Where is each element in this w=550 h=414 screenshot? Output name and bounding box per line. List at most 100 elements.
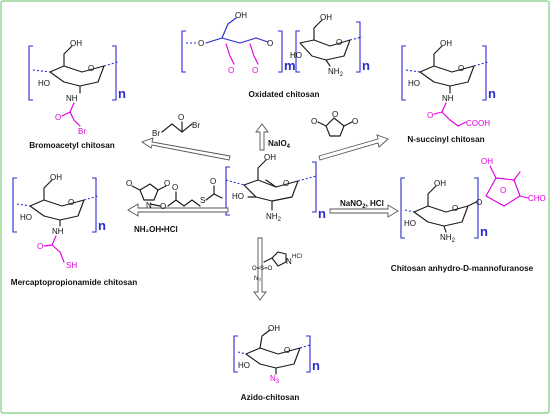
- ho-label: HO: [404, 219, 416, 228]
- carbonyl-o: O: [55, 113, 61, 122]
- reagent-periodate: NaIO4: [268, 139, 291, 150]
- ring-o-label: O: [283, 179, 289, 188]
- cooh-label: COOH: [466, 119, 490, 128]
- imide-o: O: [164, 179, 170, 188]
- ho-label: HO: [290, 51, 302, 60]
- ring-o: O: [458, 64, 464, 73]
- carbonyl-o: O: [37, 242, 43, 251]
- repeat-n: n: [118, 86, 126, 101]
- hydroxylamine-label: NH₂OH•HCl: [134, 225, 178, 234]
- oh-label: OH: [235, 11, 247, 20]
- ring-o: O: [452, 204, 458, 213]
- oh-label: OH: [268, 324, 280, 333]
- caption-bromoacetyl: Bromoacetyl chitosan: [29, 141, 115, 150]
- chitosan-center: OH HO NH2 O n: [225, 153, 326, 223]
- imide-o: O: [126, 179, 132, 188]
- reagent-nitrous: NaNO2, HCl: [340, 199, 384, 210]
- ring-o: O: [336, 38, 342, 47]
- azido-chitosan: OH HO O N3 n Azido-chitosan: [233, 324, 320, 402]
- aldehyde-o: O: [228, 66, 234, 75]
- oh-label: OH: [264, 153, 276, 162]
- ester-carbonyl-o: O: [172, 183, 178, 192]
- ho-label: HO: [408, 79, 420, 88]
- arrow-up: [255, 123, 269, 151]
- repeat-n: n: [98, 218, 106, 233]
- reagent-bromoacetyl-bromide: Br O Br: [152, 113, 200, 138]
- o-left: O: [198, 39, 204, 48]
- oh-label: OH: [440, 39, 452, 48]
- ho-label: HO: [20, 213, 32, 222]
- ho-label: HO: [238, 361, 250, 370]
- ester-o: O: [160, 202, 166, 211]
- imide-n: N: [146, 201, 152, 210]
- nh-label: NH: [66, 94, 78, 103]
- ring-o: O: [68, 198, 74, 207]
- succinyl-chitosan: OH HO O NH O COOH n N-succinyl chitosan: [401, 39, 496, 144]
- nh2-label: NH2: [328, 67, 344, 78]
- caption-oxidated: Oxidated chitosan: [249, 90, 320, 99]
- ring-o: O: [284, 346, 290, 355]
- br-label: Br: [192, 121, 200, 130]
- repeat-n: n: [312, 358, 320, 373]
- mercapto-chitosan: OH HO O NH O SH n Mercaptopropionamide c…: [11, 173, 137, 287]
- nh-label: NH: [52, 227, 64, 236]
- repeat-m: m: [284, 58, 296, 73]
- ring-o: O: [332, 110, 338, 119]
- nh2-label: NH2: [266, 212, 282, 223]
- arrow-left: [127, 203, 229, 217]
- aldehyde-o: O: [252, 66, 258, 75]
- sh-label: SH: [66, 261, 77, 270]
- caption-anhydro: Chitosan anhydro-D-mannofuranose: [391, 264, 534, 273]
- br-label: Br: [152, 129, 160, 138]
- reagent-succinic-anhydride: O O O: [311, 110, 358, 137]
- reagent-spdp-like: O O N O O S O: [126, 177, 223, 211]
- bromoacetyl-chitosan: OH HO O NH O Br n Bromoacetyl chitosan: [28, 39, 126, 150]
- imidazole-n: N: [286, 257, 292, 266]
- arrow-down: [253, 237, 267, 301]
- caption-azido: Azido-chitosan: [241, 393, 300, 402]
- ring-o: O: [88, 64, 94, 73]
- thioester-o: O: [210, 177, 216, 186]
- glycosidic-o: O: [476, 198, 482, 207]
- o-label: O: [178, 113, 184, 122]
- br-label: Br: [78, 127, 86, 136]
- arrow-upright: [318, 134, 389, 161]
- reagent-hydroxylamine: NH₂OH•HCl: [134, 225, 178, 234]
- oh-label: OH: [50, 173, 62, 182]
- arrow-upleft: [141, 137, 231, 161]
- oxidated-chitosan: O OH O O O m OH HO NH2 O n Oxidated chit…: [181, 11, 370, 99]
- oh-label: OH: [320, 13, 332, 22]
- repeat-n: n: [362, 58, 370, 73]
- arrow-right: [329, 204, 399, 218]
- caption-succinyl: N-succinyl chitosan: [407, 135, 484, 144]
- periodate-label: NaIO4: [268, 139, 291, 150]
- imidazole-hcl: HCl: [292, 254, 302, 260]
- repeat-n: n: [480, 224, 488, 239]
- mannofuranose-oh: OH: [481, 157, 493, 166]
- anhydro-chitosan: OH HO O NH2 n O OH CHO O Chitosan anhydr…: [391, 157, 546, 273]
- n3-label: N3: [270, 374, 280, 385]
- sulfonyl-label: O=S=O: [252, 266, 273, 272]
- nitrous-label: NaNO2, HCl: [340, 199, 384, 210]
- azide-label: N₃: [254, 276, 261, 282]
- nh2-label: NH2: [440, 233, 456, 244]
- nh-label: NH: [442, 94, 454, 103]
- s-label: S: [200, 196, 205, 205]
- ho-label: HO: [232, 192, 244, 201]
- ho-label: HO: [38, 79, 50, 88]
- mannofuranose-o: O: [500, 186, 506, 195]
- reagent-imidazole-sulfonyl-azide: N HCl O=S=O N₃: [252, 251, 302, 282]
- repeat-n: n: [318, 206, 326, 221]
- caption-mercapto: Mercaptopropionamide chitosan: [11, 278, 137, 287]
- oh-label: OH: [434, 179, 446, 188]
- anhydride-o: O: [352, 117, 358, 126]
- cho-label: CHO: [528, 194, 546, 203]
- anhydride-o: O: [311, 117, 317, 126]
- carbonyl-o: O: [427, 111, 433, 120]
- repeat-n: n: [488, 86, 496, 101]
- oh-label: OH: [70, 39, 82, 48]
- glycosidic-o: O: [267, 39, 273, 48]
